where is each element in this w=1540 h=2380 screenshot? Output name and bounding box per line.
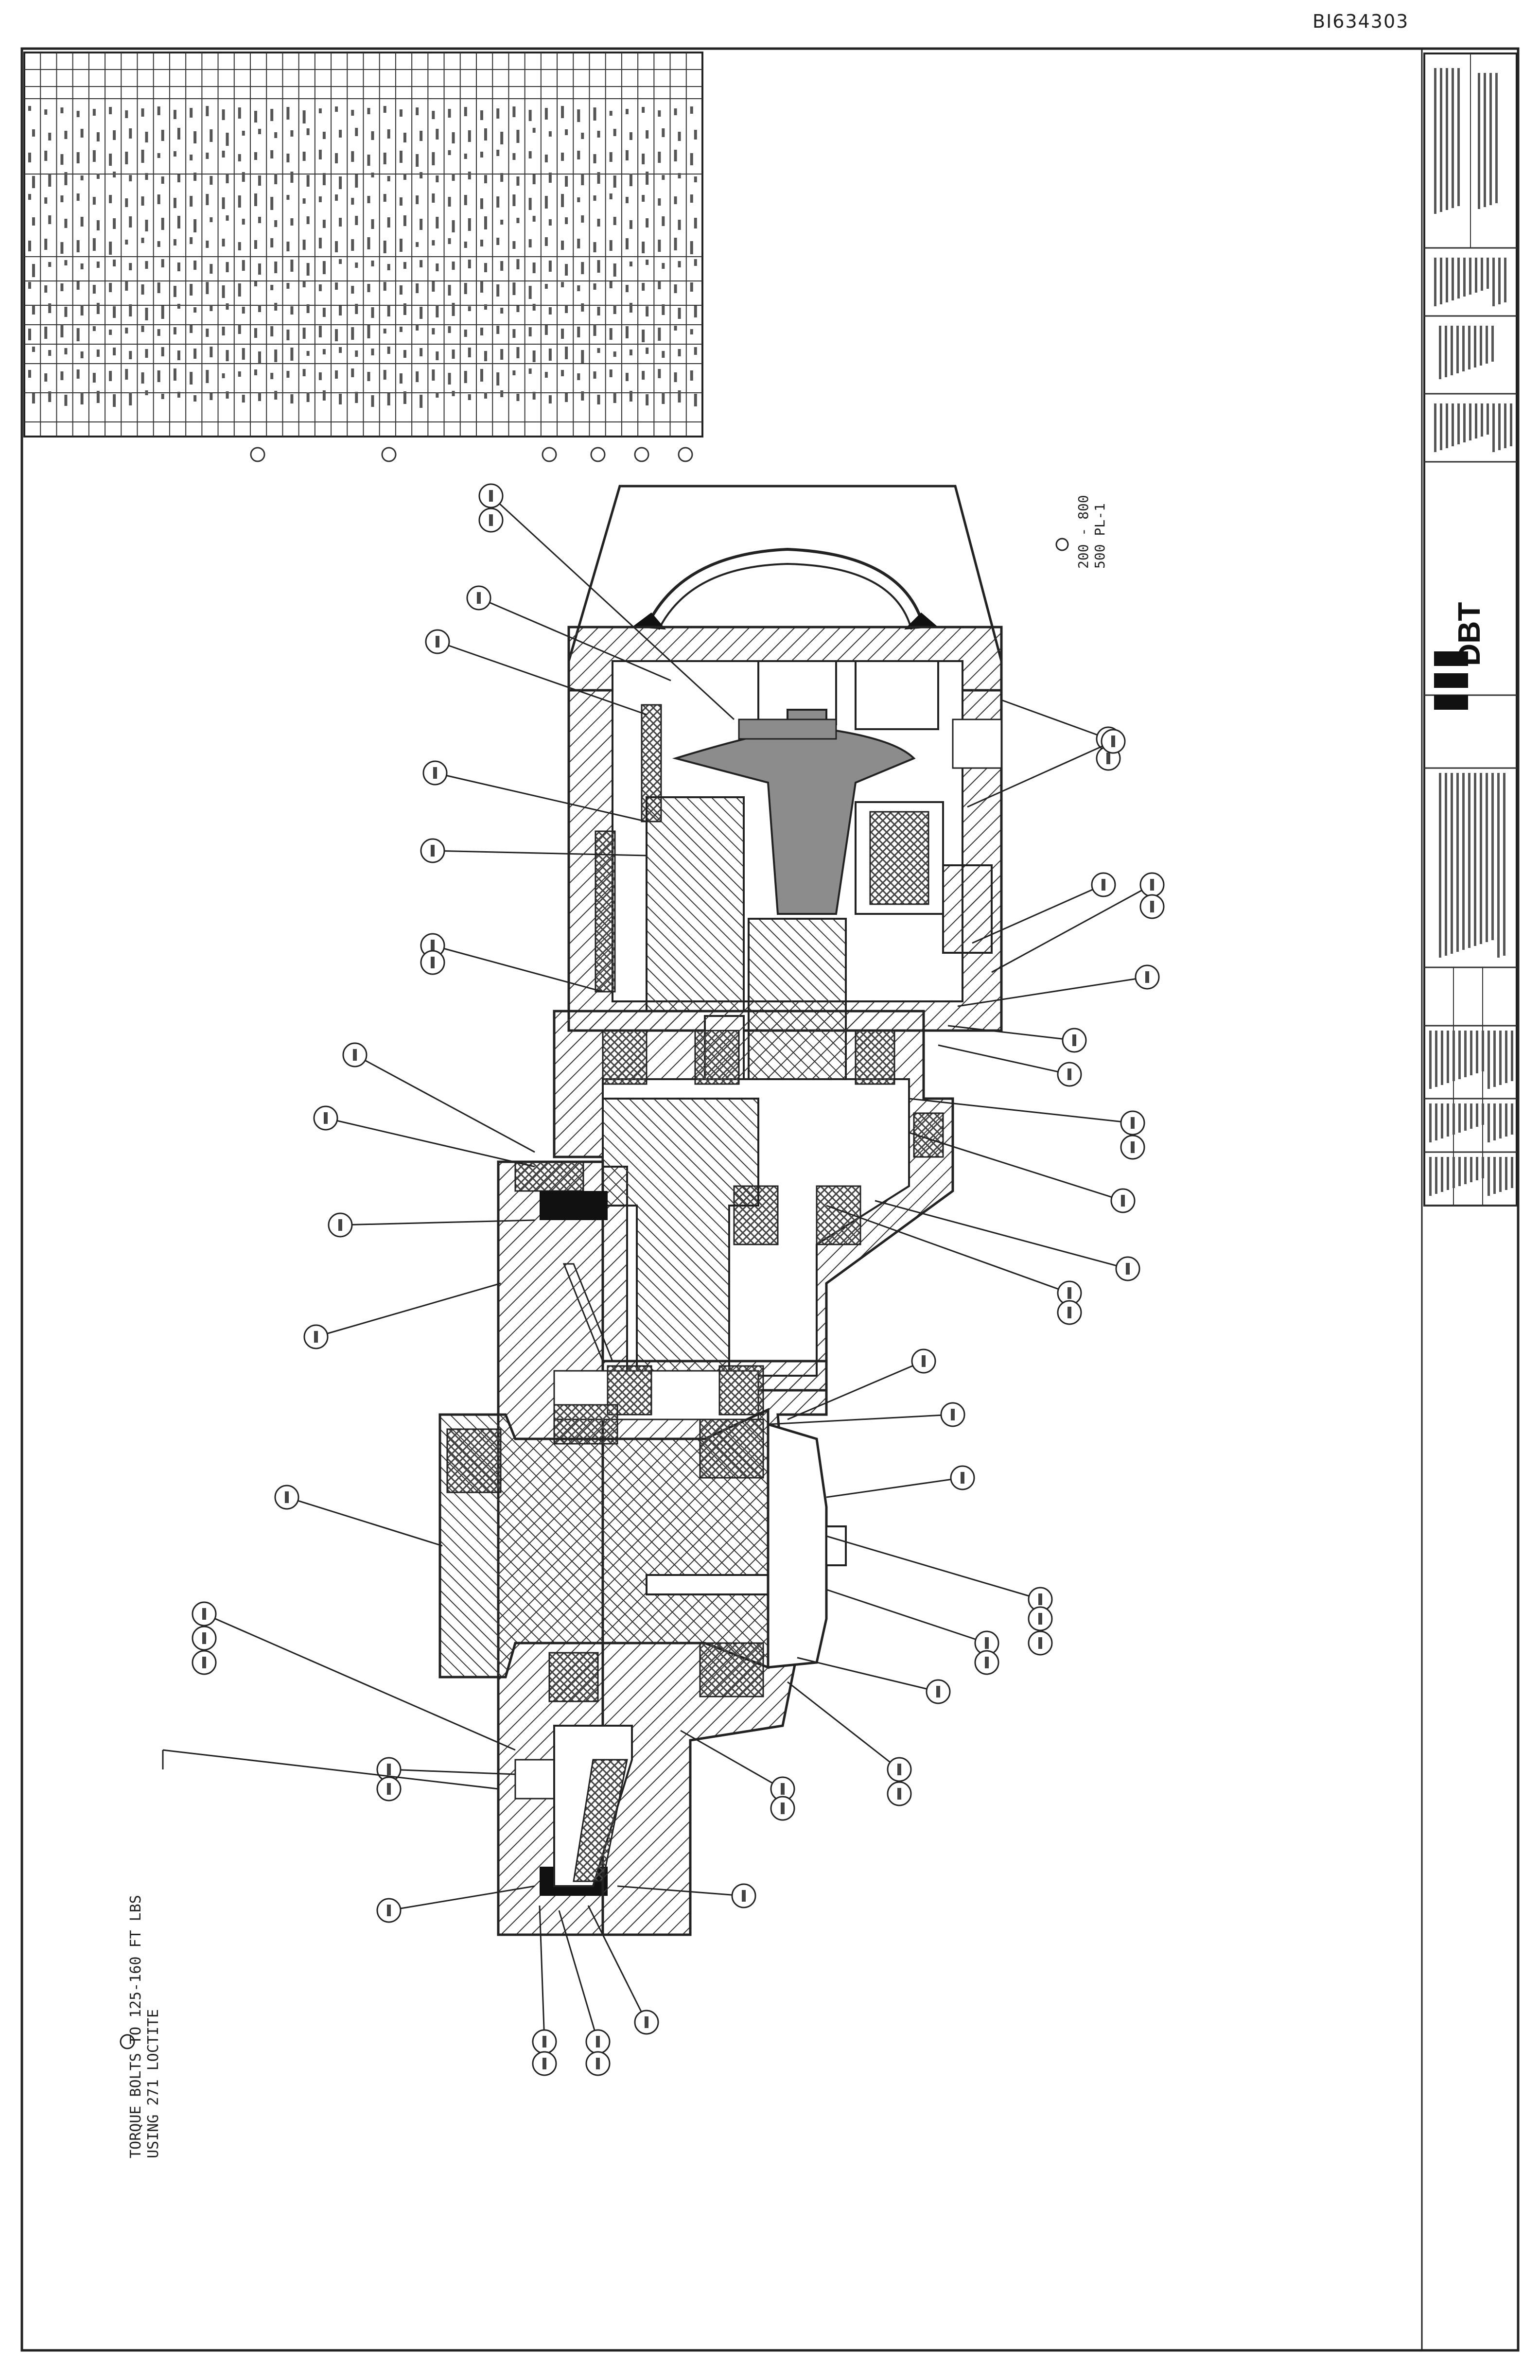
output-hub [438, 1408, 847, 1698]
brand-logo: DBT [1452, 602, 1487, 666]
parts-list-table [23, 52, 703, 462]
upper-bearing-right [855, 801, 993, 954]
part-callouts [120, 483, 1165, 2076]
title-block [1423, 52, 1518, 1207]
cross-section-view [120, 483, 1165, 2076]
sheet-border [20, 47, 1520, 2352]
input-shaft [672, 709, 916, 915]
torque-note-bottom-line-2: USING 271 LOCTITE [145, 2009, 162, 2158]
drawing-number: BI634303 [1312, 11, 1409, 32]
torque-note-bottom-line-1: TORQUE BOLTS TO 125-160 FT LBS [127, 1895, 144, 2158]
torque-note-bottom: TORQUE BOLTS TO 125-160 FT LBS USING 271… [127, 1895, 162, 2158]
lower-bearing [548, 1652, 633, 1887]
torque-note-top-line-2: 500 PL-1 [1092, 503, 1108, 569]
torque-note-top: 200 - 800 500 PL-1 [1075, 495, 1108, 569]
upper-gear-left [646, 796, 745, 1012]
torque-note-top-line-1: 200 - 800 [1075, 495, 1091, 569]
